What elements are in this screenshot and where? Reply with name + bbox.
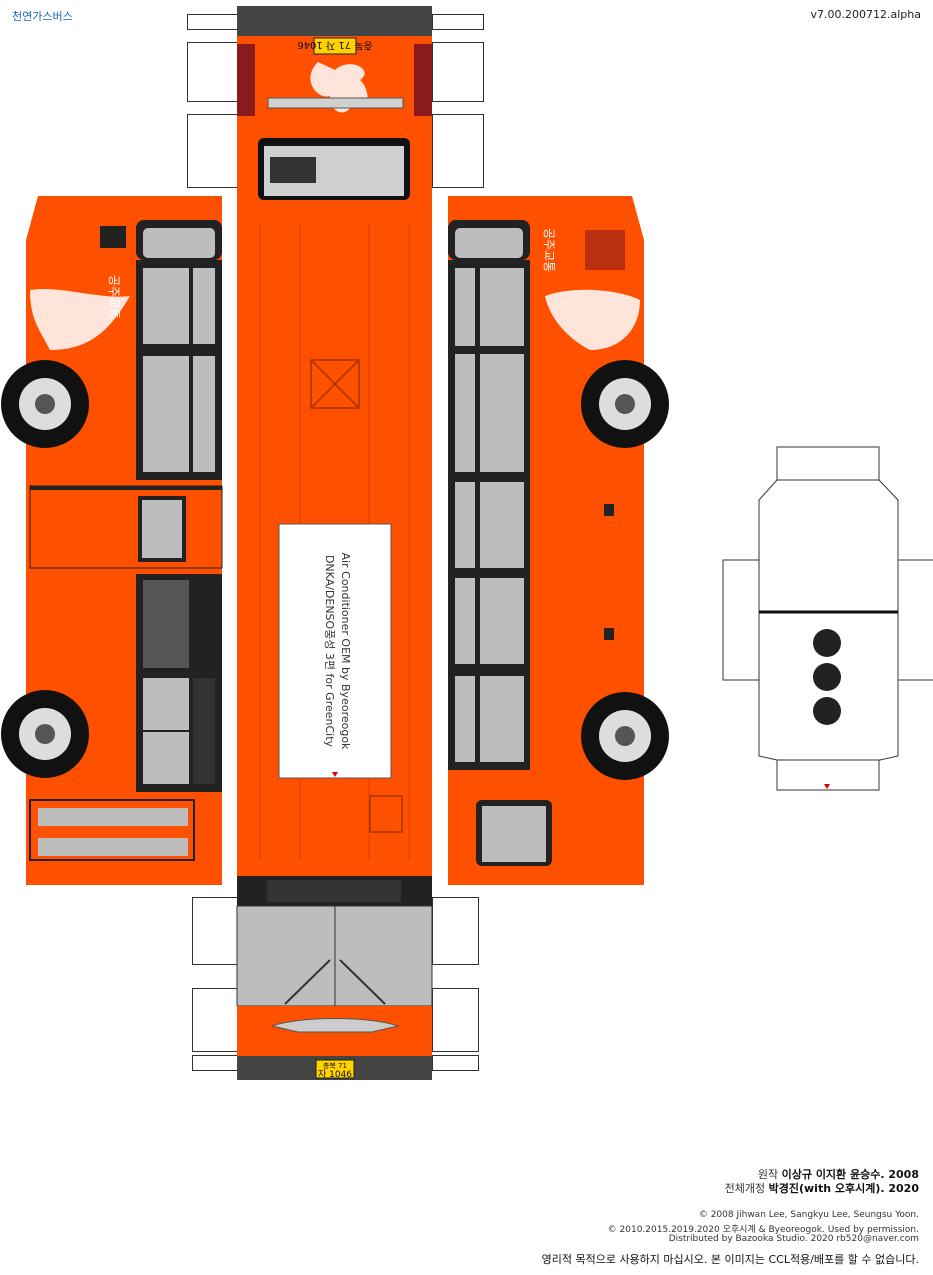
- credits-revision-names: 박경진(with 오후시계). 2020: [768, 1182, 919, 1195]
- ac-label-2: DNKA/DENSO풍성 3편 for GreenCity: [323, 555, 336, 748]
- credits-original-label: 원작: [757, 1168, 779, 1181]
- front-plate-bottom: 자 1046: [318, 1069, 352, 1080]
- glue-tab: [432, 114, 484, 188]
- front-panel: 충북 71 자 1046: [236, 876, 433, 1080]
- front-plate-top: 충북 71: [323, 1061, 347, 1070]
- credits-revision-label: 전체개정: [724, 1182, 766, 1195]
- right-side-text: 공주교통: [542, 228, 556, 272]
- rear-plate: 충북 71 자 1046: [297, 39, 372, 51]
- usage-notice: 영리적 목적으로 사용하지 마십시오. 본 이미지는 CCL적용/배포를 할 수…: [541, 1253, 919, 1266]
- glue-tab: [432, 14, 484, 30]
- credits-original-names: 이상규 이지환 윤승수. 2008: [781, 1168, 919, 1181]
- glue-tab: [432, 988, 479, 1052]
- roof-panel: Air Conditioner OEM by Byeoreogok DNKA/D…: [237, 212, 432, 876]
- left-side-panel: 공주교통: [1, 196, 223, 885]
- right-side-panel: 공주교통: [448, 196, 669, 885]
- credits-original: 원작 이상규 이지환 윤승수. 2008: [758, 1166, 919, 1182]
- glue-tab: [432, 42, 484, 102]
- glue-tab: [432, 897, 479, 965]
- credits-revision: 전체개정 박경진(with 오후시계). 2020: [725, 1180, 919, 1196]
- ac-label-1: Air Conditioner OEM by Byeoreogok: [339, 553, 352, 751]
- copyright-line-2: © 2010.2015.2019.2020 오후시계 & Byeoreogok.…: [607, 1225, 919, 1235]
- glue-tab: [432, 1055, 479, 1071]
- ac-unit-net: [722, 446, 933, 791]
- rear-panel: 충북 71 자 1046: [237, 6, 432, 212]
- model-title: 천연가스버스: [12, 10, 73, 23]
- distribution-line: Distributed by Bazooka Studio. 2020 rb52…: [668, 1234, 919, 1244]
- copyright-line-1: © 2008 Jihwan Lee, Sangkyu Lee, Seungsu …: [698, 1210, 919, 1220]
- version-label: v7.00.200712.alpha: [810, 8, 921, 21]
